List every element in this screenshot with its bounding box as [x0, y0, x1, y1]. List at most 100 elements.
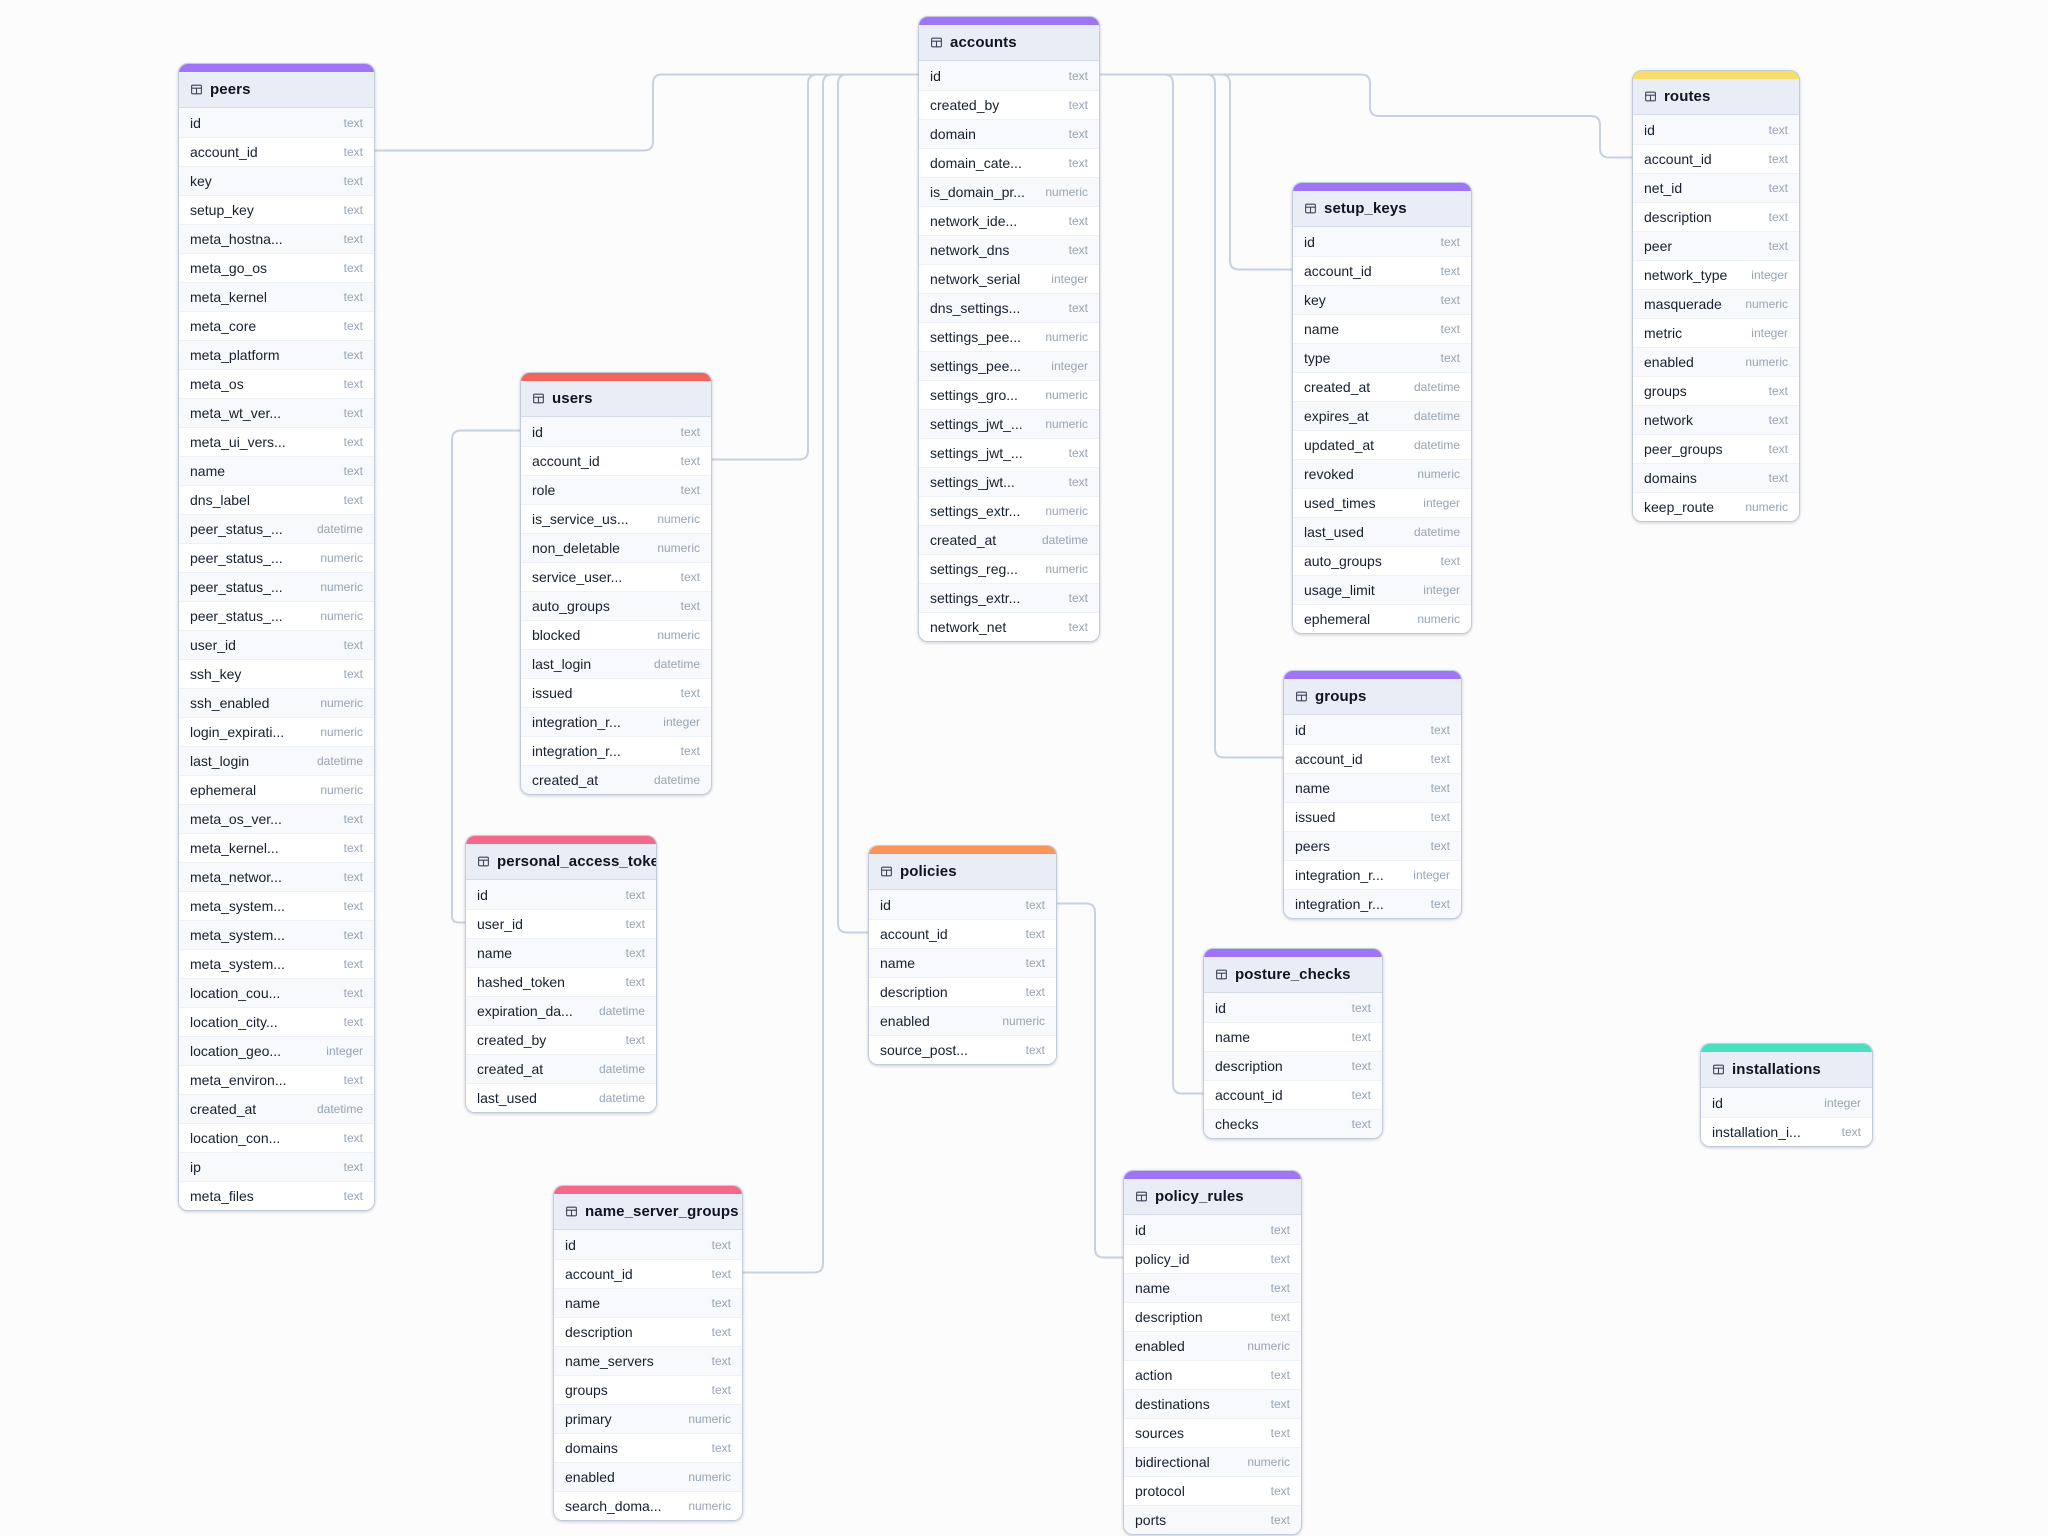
- field-row-users-3[interactable]: is_service_us...numeric: [521, 504, 711, 533]
- field-row-accounts-18[interactable]: settings_extr...text: [919, 583, 1099, 612]
- relationship-setup_keys.account_id-to-accounts.id[interactable]: [1100, 73, 1292, 271]
- field-row-accounts-8[interactable]: dns_settings...text: [919, 293, 1099, 322]
- field-row-peers-10[interactable]: meta_wt_ver...text: [179, 398, 374, 427]
- field-row-groups-5[interactable]: integration_r...integer: [1284, 860, 1461, 889]
- table-header-policies[interactable]: policies: [869, 854, 1056, 890]
- field-row-peers-25[interactable]: meta_kernel...text: [179, 833, 374, 862]
- field-row-accounts-10[interactable]: settings_pee...integer: [919, 351, 1099, 380]
- field-row-peers-14[interactable]: peer_status_...datetime: [179, 514, 374, 543]
- field-row-peers-28[interactable]: meta_system...text: [179, 920, 374, 949]
- table-header-personal_access_tokens[interactable]: personal_access_tokens: [466, 844, 656, 880]
- field-row-peers-4[interactable]: meta_hostna...text: [179, 224, 374, 253]
- relationship-routes.account_id-to-accounts.id[interactable]: [1100, 73, 1632, 159]
- field-row-accounts-9[interactable]: settings_pee...numeric: [919, 322, 1099, 351]
- table-header-setup_keys[interactable]: setup_keys: [1293, 191, 1471, 227]
- field-row-peers-35[interactable]: location_con...text: [179, 1123, 374, 1152]
- relationship-policy_rules.policy_id-to-policies.id[interactable]: [1057, 902, 1123, 1259]
- table-header-policy_rules[interactable]: policy_rules: [1124, 1179, 1301, 1215]
- relationship-peers.account_id-to-accounts.id[interactable]: [375, 73, 918, 152]
- table-header-posture_checks[interactable]: posture_checks: [1204, 957, 1382, 993]
- table-personal_access_tokens[interactable]: personal_access_tokensidtextuser_idtextn…: [465, 835, 657, 1113]
- field-row-users-11[interactable]: integration_r...text: [521, 736, 711, 765]
- field-row-accounts-17[interactable]: settings_reg...numeric: [919, 554, 1099, 583]
- relationship-users.account_id-to-accounts.id[interactable]: [712, 73, 918, 461]
- table-header-name_server_groups[interactable]: name_server_groups: [554, 1194, 742, 1230]
- field-row-groups-6[interactable]: integration_r...text: [1284, 889, 1461, 918]
- field-row-policies-5[interactable]: source_post...text: [869, 1035, 1056, 1064]
- relationship-policies.account_id-to-accounts.id[interactable]: [837, 73, 918, 934]
- table-header-groups[interactable]: groups: [1284, 679, 1461, 715]
- field-row-peers-29[interactable]: meta_system...text: [179, 949, 374, 978]
- field-row-accounts-15[interactable]: settings_extr...numeric: [919, 496, 1099, 525]
- field-row-peers-17[interactable]: peer_status_...numeric: [179, 601, 374, 630]
- field-row-personal_access_tokens-4[interactable]: expiration_da...datetime: [466, 996, 656, 1025]
- field-row-accounts-3[interactable]: domain_cate...text: [919, 148, 1099, 177]
- field-row-accounts-4[interactable]: is_domain_pr...numeric: [919, 177, 1099, 206]
